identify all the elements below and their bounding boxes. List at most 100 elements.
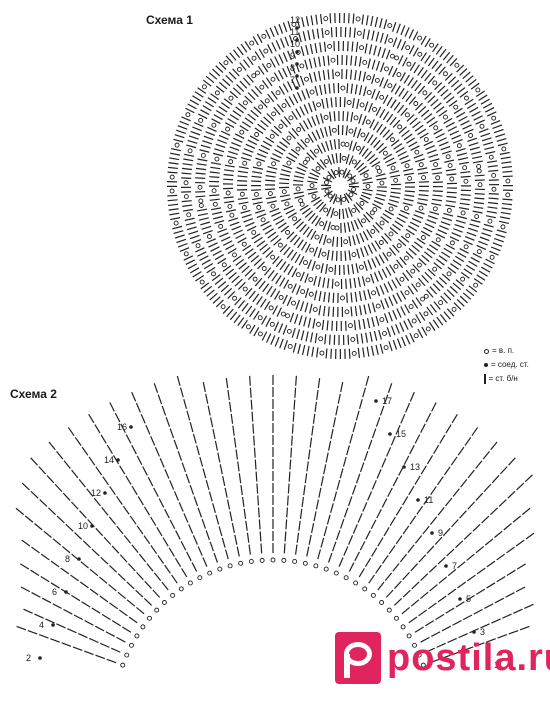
sc-stitch bbox=[452, 139, 463, 144]
sc-stitch bbox=[473, 206, 484, 209]
sc-stitch bbox=[273, 125, 282, 134]
sc-stitch bbox=[369, 273, 375, 284]
sc-stitch bbox=[323, 190, 333, 198]
sc-stitch bbox=[456, 298, 465, 307]
sc-stitch bbox=[205, 479, 210, 490]
sc-stitch bbox=[293, 179, 304, 183]
slip-stitch bbox=[90, 524, 94, 528]
sc-stitch bbox=[227, 291, 236, 300]
sc-stitch bbox=[388, 545, 396, 555]
sc-stitch bbox=[123, 535, 132, 544]
sc-stitch bbox=[383, 527, 390, 537]
sc-stitch bbox=[376, 193, 387, 197]
sc-stitch bbox=[332, 292, 335, 303]
chain-stitch bbox=[295, 272, 301, 278]
chain-stitch bbox=[404, 112, 410, 118]
chain-stitch bbox=[447, 163, 453, 169]
sc-stitch bbox=[443, 292, 452, 301]
sc-stitch bbox=[192, 95, 202, 102]
sc-stitch bbox=[355, 42, 359, 53]
sc-stitch bbox=[316, 347, 319, 358]
sc-stitch bbox=[109, 565, 118, 573]
sc-stitch bbox=[384, 209, 394, 216]
sc-stitch bbox=[315, 201, 324, 210]
chain-stitch bbox=[314, 234, 320, 240]
sc-stitch bbox=[481, 232, 492, 237]
sc-stitch bbox=[224, 487, 228, 498]
sc-stitch bbox=[375, 256, 381, 266]
sc-stitch bbox=[362, 177, 373, 181]
sc-stitch bbox=[451, 519, 459, 528]
sc-stitch bbox=[232, 255, 242, 263]
chain-stitch bbox=[463, 244, 469, 250]
sc-stitch bbox=[99, 595, 109, 603]
sc-stitch bbox=[480, 98, 490, 105]
sc-stitch bbox=[457, 561, 466, 569]
sc-stitch bbox=[40, 553, 50, 561]
sc-stitch bbox=[187, 139, 198, 144]
sc-stitch bbox=[431, 631, 441, 637]
sc-stitch bbox=[432, 190, 443, 192]
chain-stitch bbox=[319, 350, 325, 356]
sc-stitch bbox=[414, 124, 424, 132]
sc-stitch bbox=[348, 535, 354, 545]
sc-stitch bbox=[310, 196, 321, 203]
sc-stitch bbox=[283, 340, 288, 350]
sc-stitch bbox=[371, 547, 378, 557]
sc-stitch bbox=[181, 116, 191, 122]
sc-stitch bbox=[304, 273, 309, 284]
sc-stitch bbox=[355, 234, 361, 244]
sc-stitch bbox=[484, 107, 495, 113]
sc-stitch bbox=[229, 146, 240, 151]
sc-stitch bbox=[502, 198, 513, 201]
chain-stitch bbox=[331, 127, 337, 133]
sc-stitch bbox=[224, 169, 235, 172]
chain-stitch bbox=[315, 166, 321, 172]
sc-stitch bbox=[116, 636, 126, 643]
chain-stitch bbox=[473, 282, 479, 288]
sc-stitch bbox=[404, 304, 411, 314]
row-number: 7 bbox=[290, 75, 295, 85]
chain-stitch bbox=[432, 266, 438, 272]
sc-stitch bbox=[164, 564, 171, 574]
sc-stitch bbox=[471, 427, 479, 437]
sc-stitch bbox=[353, 204, 361, 213]
sc-stitch bbox=[400, 235, 410, 243]
sc-stitch bbox=[300, 138, 308, 148]
sc-stitch bbox=[110, 647, 121, 653]
sc-stitch bbox=[30, 457, 38, 466]
chain-stitch bbox=[420, 235, 426, 240]
sc-stitch bbox=[446, 191, 457, 194]
sc-stitch bbox=[381, 268, 388, 279]
sc-stitch bbox=[237, 300, 246, 309]
sc-stitch bbox=[381, 48, 386, 58]
sc-stitch bbox=[267, 44, 273, 54]
sc-stitch bbox=[447, 568, 457, 577]
chain-stitch bbox=[268, 305, 274, 311]
sc-stitch bbox=[348, 13, 350, 24]
sc-stitch bbox=[418, 554, 427, 563]
sc-stitch bbox=[146, 563, 154, 572]
sc-stitch bbox=[319, 42, 322, 53]
sc-stitch bbox=[208, 72, 218, 80]
sc-stitch bbox=[292, 411, 295, 422]
chain-stitch bbox=[420, 662, 426, 668]
sc-stitch bbox=[237, 197, 248, 200]
chain-stitch bbox=[169, 174, 175, 180]
legend-sc-label: = ст. б/н bbox=[488, 374, 518, 383]
sc-stitch bbox=[355, 202, 364, 211]
sc-stitch bbox=[405, 251, 414, 259]
sc-stitch bbox=[387, 202, 398, 208]
sc-stitch bbox=[451, 134, 461, 140]
sc-stitch bbox=[201, 518, 207, 529]
sc-stitch bbox=[441, 150, 452, 155]
sc-stitch bbox=[438, 141, 449, 147]
sc-stitch bbox=[190, 267, 200, 274]
sc-stitch bbox=[232, 425, 235, 436]
sc-stitch bbox=[438, 276, 448, 285]
legend-slip-label: = соед. ст. bbox=[491, 360, 529, 369]
sc-stitch bbox=[306, 228, 313, 238]
sc-stitch bbox=[349, 69, 353, 80]
sc-stitch bbox=[128, 616, 138, 624]
sc-stitch bbox=[101, 613, 111, 621]
